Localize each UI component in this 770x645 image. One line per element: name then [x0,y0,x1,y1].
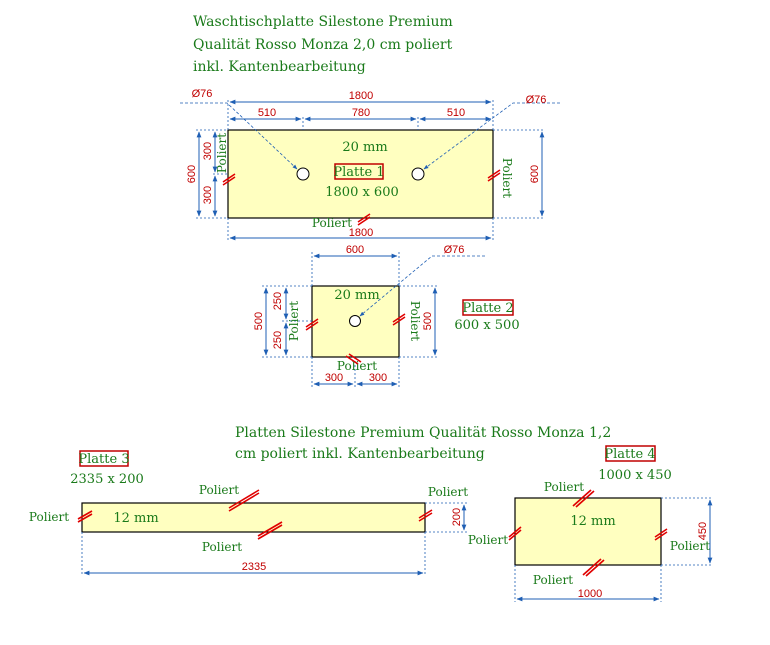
plate-1-hole-left [296,167,310,181]
plate-3-edge-bottom: Poliert [202,540,242,554]
plate-1-dim-left: 510 [258,107,276,119]
plate-2-edge-bottom: Poliert [337,359,377,373]
plate-2-dim-250-bottom: 250 [272,331,284,349]
heading-1-line-2: Qualität Rosso Monza 2,0 cm poliert [193,37,453,53]
plate-3-edge-top: Poliert [199,483,239,497]
plate-3-outline [81,502,426,533]
plate-4-name-box [605,445,656,462]
plate-2-dim-height-right: 500 [422,312,434,330]
plate-1-dim-top-total: 1800 [349,90,373,102]
plate-4-edge-top: Poliert [544,480,584,494]
plate-4: Platte 4 1000 x 450 12 mm Poliert Polier… [468,445,713,602]
plate-4-edge-right: Poliert [670,539,710,553]
plate-1-hole-right-label: Ø76 [526,94,547,106]
plate-2-edge-left: Poliert [287,301,301,341]
plate-2-edge-right: Poliert [408,301,422,341]
heading-1-line-1: Waschtischplatte Silestone Premium [193,14,453,30]
plate-3-edge-left: Poliert [29,510,69,524]
plate-4-edge-bottom: Poliert [533,573,573,587]
plate-1-edge-marks [222,169,501,226]
plate-2-hole [349,315,361,327]
plate-2-name: Platte 2 [462,301,513,316]
plate-2-dim-250-top: 250 [272,292,284,310]
plate-1-edge-left: Poliert [215,133,229,173]
plate-1-dim-300-bottom: 300 [202,186,214,204]
plate-1-dim-height-left: 600 [186,165,198,183]
plate-4-name: Platte 4 [604,447,655,462]
plate-1-name: Platte 1 [333,165,384,180]
plate-2-dim-height-left: 500 [253,312,265,330]
heading-2-line-2: cm poliert inkl. Kantenbearbeitung [235,446,485,462]
plate-1-dim-bottom: 1800 [349,227,373,239]
plate-3-size: 2335 x 200 [70,472,144,487]
heading-2-line-1: Platten Silestone Premium Qualität Rosso… [235,425,611,441]
plate-2-edge-marks [305,313,406,365]
heading-2: Platten Silestone Premium Qualität Rosso… [235,425,611,462]
plate-3-name-box [79,450,129,467]
plate-1-thickness: 20 mm [342,140,387,155]
plate-4-edge-left: Poliert [468,533,508,547]
plate-1-size: 1800 x 600 [325,185,399,200]
plate-3-edge-right: Poliert [428,485,468,499]
plate-1-edge-bottom: Poliert [312,216,352,230]
plate-4-dim-bottom: 1000 [578,588,602,600]
plate-2-name-box [462,299,514,316]
plate-2-dim-300-left: 300 [325,372,343,384]
plate-4-thickness: 12 mm [570,514,615,529]
plate-3-edge-marks [77,489,433,540]
plate-1-hole-right [411,167,425,181]
plate-3: Platte 3 2335 x 200 12 mm Poliert Polier… [29,450,468,576]
plate-1: 1800 510 780 510 1800 600 300 300 600 [180,88,560,241]
plate-1-hole-left-label: Ø76 [192,88,213,100]
plate-1-dim-right: 510 [447,107,465,119]
plate-1-dim-300-top: 300 [202,142,214,160]
plate-2-thickness: 20 mm [334,288,379,303]
plate-2-size: 600 x 500 [454,318,519,333]
plate-1-name-box [334,163,384,180]
plate-4-outline [514,497,662,566]
plate-1-dim-mid: 780 [352,107,370,119]
plate-1-edge-right: Poliert [500,158,514,198]
plate-3-thickness: 12 mm [113,511,158,526]
plate-2-dim-top: 600 [346,244,364,256]
heading-1: Waschtischplatte Silestone Premium Quali… [193,14,453,75]
plate-2-hole-label: Ø76 [444,244,465,256]
plate-1-dim-height-right: 600 [529,165,541,183]
plate-4-dim-height: 450 [697,522,709,540]
plate-4-edge-marks [508,489,668,577]
plate-2: 600 Ø76 500 250 250 500 300 300 20 mm Pl… [253,244,520,387]
plate-4-size: 1000 x 450 [598,468,672,483]
plate-3-name: Platte 3 [78,452,129,467]
plate-3-dim-bottom: 2335 [242,561,266,573]
plate-2-dim-300-right: 300 [369,372,387,384]
heading-1-line-3: inkl. Kantenbearbeitung [193,59,366,75]
plate-1-outline [227,129,494,219]
plate-3-dim-height: 200 [451,508,463,526]
